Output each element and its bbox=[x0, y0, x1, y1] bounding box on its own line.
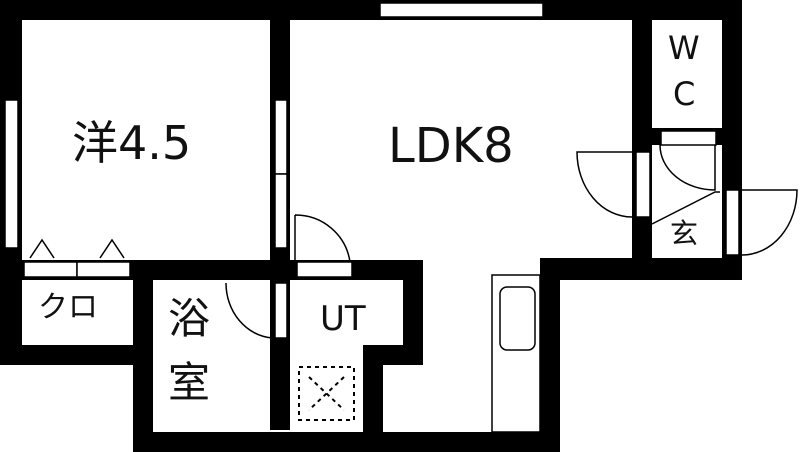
room-label-wc-w: W bbox=[668, 29, 700, 67]
bath-door-panel bbox=[274, 282, 288, 339]
window-interior-2 bbox=[274, 173, 288, 249]
room-label-utility: UT bbox=[320, 299, 366, 339]
door-swings bbox=[29, 144, 798, 433]
room-label-ldk: LDK8 bbox=[388, 118, 514, 174]
walls bbox=[0, 0, 742, 452]
room-label-bath-2: 室 bbox=[168, 358, 211, 407]
ldk-door-panel bbox=[635, 151, 651, 218]
room-label-closet: クロ bbox=[38, 290, 98, 325]
room-label-bath-1: 浴 bbox=[168, 294, 211, 343]
room-label-western: 洋4.5 bbox=[72, 116, 192, 170]
ut-door-panel bbox=[296, 261, 353, 278]
window-left bbox=[4, 99, 19, 249]
washer-space bbox=[298, 366, 355, 421]
closet-door-1 bbox=[23, 261, 78, 278]
room-label-wc-c: C bbox=[673, 75, 696, 113]
windows-and-openings bbox=[4, 2, 740, 339]
room-label-entrance: 玄 bbox=[670, 217, 699, 250]
entrance-door-panel bbox=[725, 189, 740, 256]
wc-door-panel bbox=[660, 130, 717, 146]
closet-door-2 bbox=[76, 261, 131, 278]
window-interior-1 bbox=[274, 99, 288, 175]
window-top bbox=[379, 2, 544, 18]
